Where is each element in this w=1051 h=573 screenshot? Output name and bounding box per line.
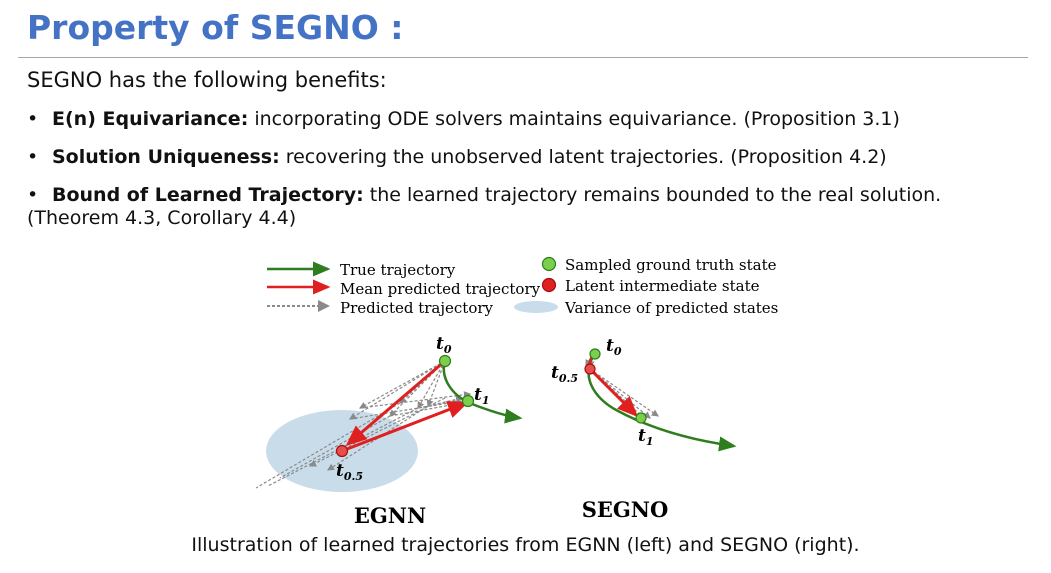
segno-t0-node	[589, 348, 601, 360]
legend-green-node	[541, 256, 557, 272]
legend: True trajectory Mean predicted trajector…	[267, 256, 778, 317]
segno-label: SEGNO	[582, 497, 669, 522]
legend-true-label: True trajectory	[340, 261, 456, 279]
egnn-mean-arrow-1	[345, 359, 446, 446]
egnn-true-trajectory	[442, 360, 523, 424]
benefit-list: •E(n) Equivariance: incorporating ODE so…	[27, 108, 1027, 245]
egnn-t1-node	[461, 394, 475, 408]
legend-red-node	[541, 277, 557, 293]
segno-predicted-trajectories	[585, 354, 659, 420]
egnn-t1-label: t1	[474, 385, 490, 407]
benefit-item-uniqueness: •Solution Uniqueness: recovering the uno…	[27, 146, 887, 168]
trajectory-diagram: True trajectory Mean predicted trajector…	[255, 256, 778, 528]
figure-caption: Illustration of learned trajectories fro…	[191, 534, 860, 556]
benefit-continuation: (Theorem 4.3, Corollary 4.4)	[27, 207, 297, 229]
bullet-dot: •	[27, 146, 39, 168]
slide-title: Property of SEGNO :	[27, 8, 404, 47]
legend-variance-ellipse	[514, 301, 558, 313]
legend-predicted-label: Predicted trajectory	[340, 299, 494, 317]
benefit-item-bound: •Bound of Learned Trajectory: the learne…	[27, 184, 942, 229]
segno-t05-node	[584, 363, 596, 375]
egnn-t05-node	[335, 444, 349, 458]
segno-t0-label: t0	[606, 336, 622, 358]
segno-t1-node	[635, 412, 647, 424]
segno-panel: t0 t0.5 t1 SEGNO	[551, 336, 737, 522]
egnn-t05-label: t0.5	[336, 461, 363, 483]
egnn-panel: t0 t1 t0.5 EGNN	[255, 334, 523, 528]
egnn-t0-node	[438, 354, 452, 368]
egnn-mean-arrow-2	[341, 401, 469, 453]
segno-t1-label: t1	[638, 426, 654, 448]
segno-true-trajectory	[587, 353, 737, 452]
bullet-dot: •	[27, 184, 39, 206]
legend-variance-label: Variance of predicted states	[564, 299, 778, 317]
egnn-t0-label: t0	[436, 334, 452, 356]
segno-mean-arrow-2	[588, 367, 639, 418]
legend-sampled-label: Sampled ground truth state	[565, 256, 777, 274]
title-divider	[18, 57, 1028, 58]
legend-latent-label: Latent intermediate state	[565, 277, 760, 295]
intro-text: SEGNO has the following benefits:	[27, 68, 387, 92]
bullet-dot: •	[27, 108, 39, 130]
trajectory-figure: True trajectory Mean predicted trajector…	[240, 248, 780, 538]
legend-mean-label: Mean predicted trajectory	[340, 280, 541, 298]
benefit-item-equivariance: •E(n) Equivariance: incorporating ODE so…	[27, 108, 900, 130]
egnn-label: EGNN	[354, 503, 426, 528]
segno-t05-label: t0.5	[551, 363, 578, 385]
